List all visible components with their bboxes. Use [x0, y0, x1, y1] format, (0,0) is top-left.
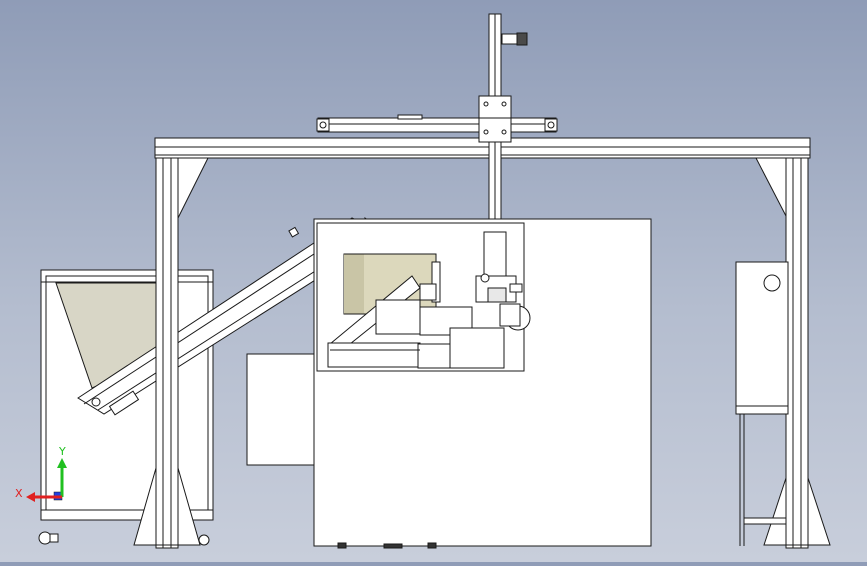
gripper-head [475, 231, 531, 331]
gantry-left-column [133, 157, 209, 549]
caster-wheel [38, 531, 52, 545]
side-cabinet [246, 353, 316, 466]
coordinate-triad: Y X [15, 445, 67, 502]
linear-rail [316, 114, 558, 133]
electrical-cabinet [735, 261, 789, 546]
cabinet-indicator-light [763, 274, 781, 292]
internal-fixtures [327, 299, 505, 369]
triad-x-label: X [15, 487, 23, 500]
triad-y-label: Y [58, 445, 66, 458]
gantry-right-column [755, 157, 831, 549]
conveyor-roller [91, 397, 101, 407]
z-axis-mast [478, 13, 528, 235]
hopper-frame [38, 269, 214, 546]
